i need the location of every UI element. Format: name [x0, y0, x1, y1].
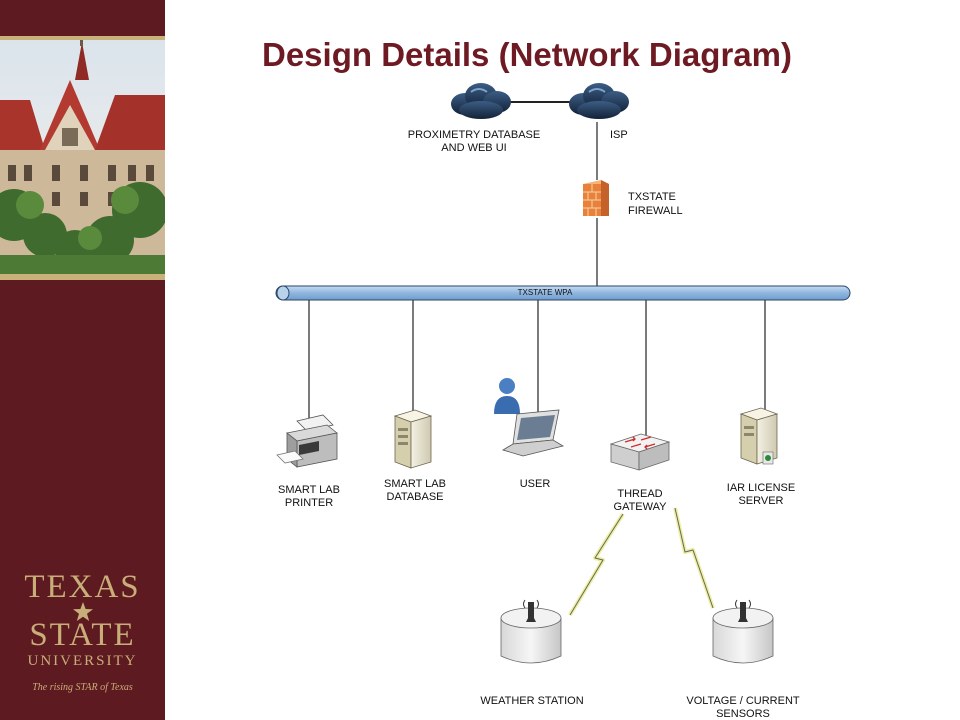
wpa-bus — [275, 285, 851, 301]
gateway-label-line2: GATEWAY — [614, 501, 668, 513]
user-person-icon — [494, 378, 520, 414]
firewall-label-line2: FIREWALL — [628, 205, 683, 217]
gateway-switch-icon — [609, 433, 671, 471]
printer-icon — [276, 414, 338, 468]
license-server-icon — [739, 407, 779, 465]
slide-title: Design Details (Network Diagram) — [262, 36, 792, 73]
sidebar-panel: TEXAS STATE UNIVERSITY The rising STAR o… — [0, 0, 165, 720]
printer-label-line1: SMART LAB — [278, 484, 340, 496]
proximetry-label-line2: AND WEB UI — [441, 142, 506, 154]
database-server-icon — [393, 409, 433, 469]
network-diagram: PROXIMETRY DATABASE AND WEB UI ISP TXSTA… — [275, 83, 851, 720]
gateway-label-line1: THREAD — [617, 488, 662, 500]
database-label-line2: DATABASE — [386, 491, 443, 503]
logo-star-icon — [72, 602, 93, 621]
weather-station-icon — [500, 599, 562, 664]
wpa-bus-label: TXSTATE WPA — [518, 288, 573, 297]
logo-tagline: The rising STAR of Texas — [32, 682, 133, 693]
printer-label-line2: PRINTER — [285, 497, 333, 509]
texas-state-logo: TEXAS STATE UNIVERSITY The rising STAR o… — [0, 570, 165, 693]
license-label-line1: IAR LICENSE — [727, 482, 795, 494]
firewall-label-line1: TXSTATE — [628, 191, 676, 203]
campus-building-photo — [0, 40, 165, 274]
photo-frame — [0, 36, 165, 280]
license-label-line2: SERVER — [738, 495, 783, 507]
proximetry-label-line1: PROXIMETRY DATABASE — [408, 129, 540, 141]
firewall-icon — [583, 180, 609, 216]
logo-line-texas: TEXAS — [24, 569, 141, 605]
database-label-line1: SMART LAB — [384, 478, 446, 490]
logo-line-state: STATE — [29, 617, 136, 653]
sensors-label-line2: SENSORS — [716, 708, 770, 720]
wireless-link-weather — [568, 512, 625, 617]
wireless-link-sensors — [673, 507, 715, 609]
isp-label: ISP — [610, 129, 628, 141]
sensors-label-line1: VOLTAGE / CURRENT — [686, 695, 800, 707]
laptop-icon — [502, 409, 565, 457]
proximetry-cloud-icon — [451, 83, 511, 119]
logo-line-university: UNIVERSITY — [27, 653, 138, 669]
user-label: USER — [520, 478, 551, 490]
weather-label: WEATHER STATION — [480, 695, 583, 707]
network-links — [308, 101, 766, 438]
sensors-icon — [712, 599, 774, 664]
isp-cloud-icon — [569, 83, 629, 119]
